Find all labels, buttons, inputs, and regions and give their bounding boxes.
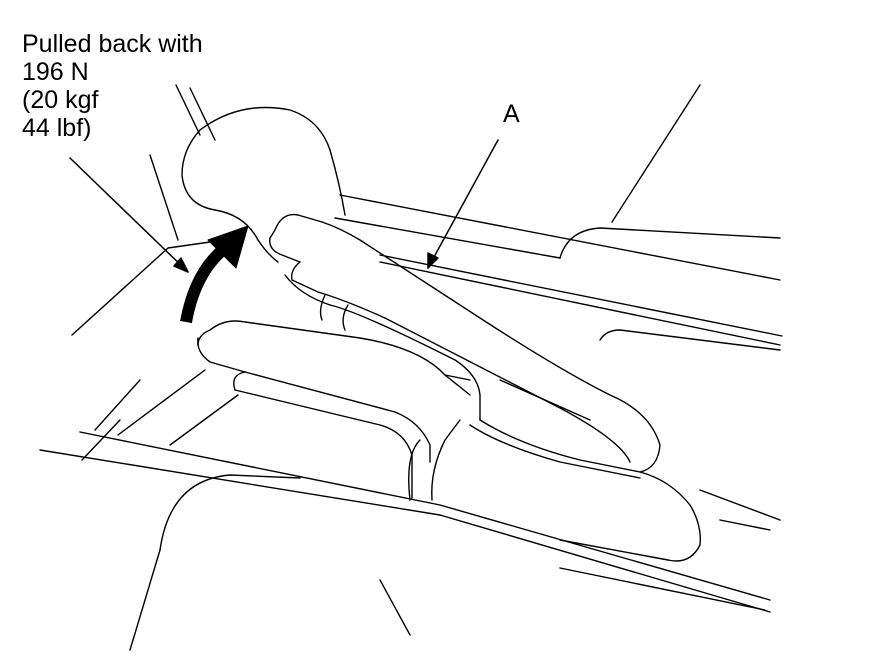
callout-line-3: (20 kgf <box>22 86 99 114</box>
callout-line-2: 196 N <box>22 58 89 86</box>
pull-direction-arrow <box>180 225 249 324</box>
label-a: A <box>503 100 520 128</box>
console-trim-lines <box>39 84 783 651</box>
label-a-leader-line <box>427 139 499 269</box>
leader-lines <box>69 139 499 273</box>
pull-force-callout: Pulled back with 196 N (20 kgf 44 lbf) <box>22 30 203 142</box>
callout-line-4: 44 lbf) <box>22 114 92 142</box>
shift-knob <box>181 106 346 263</box>
callout-leader-line <box>69 157 189 273</box>
label-a-leader-arrowhead <box>427 252 439 269</box>
rear-lever <box>197 320 471 501</box>
callout-leader-arrowhead <box>173 257 189 273</box>
callout-line-1: Pulled back with <box>22 30 203 58</box>
parking-brake-lever-a <box>269 213 701 562</box>
